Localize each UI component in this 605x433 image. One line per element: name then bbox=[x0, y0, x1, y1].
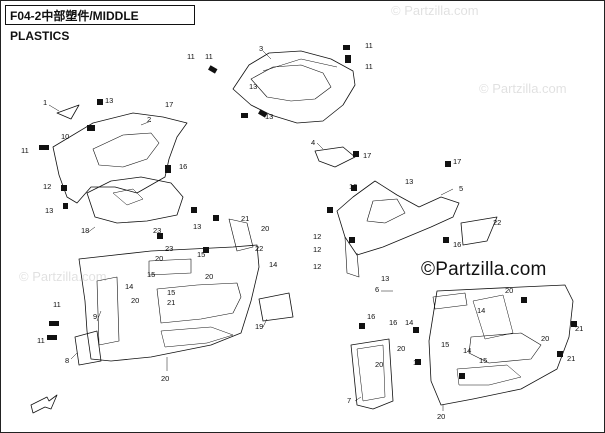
callout-11b: 11 bbox=[205, 52, 213, 61]
part-tank-cover bbox=[232, 50, 356, 124]
callout-15c: 15 bbox=[167, 288, 175, 297]
callout-20f: 20 bbox=[397, 344, 405, 353]
part-triangle-cap bbox=[56, 104, 80, 120]
callout-14a: 14 bbox=[125, 282, 133, 291]
callout-11g: 11 bbox=[187, 52, 195, 61]
callout-17a: 17 bbox=[165, 100, 173, 109]
callout-12d: 12 bbox=[313, 262, 321, 271]
part-right-side-panel bbox=[336, 180, 460, 256]
callout-15b: 15 bbox=[197, 250, 205, 259]
callout-17c: 17 bbox=[453, 157, 461, 166]
callout-20e: 20 bbox=[161, 374, 169, 383]
part-left-footwell bbox=[78, 244, 260, 362]
callout-20c: 20 bbox=[205, 272, 213, 281]
callout-9: 9 bbox=[93, 312, 97, 321]
callout-3: 3 bbox=[259, 44, 263, 53]
callout-10b: 10 bbox=[349, 182, 357, 191]
callout-11f: 11 bbox=[37, 336, 45, 345]
callout-22a: 22 bbox=[493, 218, 501, 227]
callout-5: 5 bbox=[459, 184, 463, 193]
watermark: ©Partzilla.com bbox=[421, 259, 547, 280]
front-arrow bbox=[30, 394, 58, 414]
callout-16b: 16 bbox=[453, 240, 461, 249]
part-left-side-panel bbox=[52, 112, 188, 204]
callout-15e: 15 bbox=[479, 356, 487, 365]
part-mudflap bbox=[74, 330, 102, 366]
callout-21c: 21 bbox=[567, 354, 575, 363]
callout-13e: 13 bbox=[405, 177, 413, 186]
callout-13f: 13 bbox=[381, 274, 389, 283]
callout-23b: 23 bbox=[165, 244, 173, 253]
part-right-footwell bbox=[428, 284, 574, 406]
callout-11c: 11 bbox=[365, 41, 373, 50]
callout-19: 19 bbox=[255, 322, 263, 331]
callout-16c: 16 bbox=[367, 312, 375, 321]
callout-16a: 16 bbox=[179, 162, 187, 171]
watermark-faint-right: © Partzilla.com bbox=[479, 81, 567, 96]
callout-21d: 21 bbox=[167, 298, 175, 307]
callout-22b: 22 bbox=[255, 244, 263, 253]
callout-10a: 10 bbox=[61, 132, 69, 141]
callout-23a: 23 bbox=[153, 226, 161, 235]
callout-14c: 14 bbox=[477, 306, 485, 315]
callout-13a: 13 bbox=[105, 96, 113, 105]
callout-14e: 14 bbox=[463, 346, 471, 355]
callout-20b: 20 bbox=[155, 254, 163, 263]
callout-20a: 20 bbox=[261, 224, 269, 233]
callout-21a: 21 bbox=[241, 214, 249, 223]
callout-20h: 20 bbox=[541, 334, 549, 343]
callout-13c: 13 bbox=[249, 82, 257, 91]
part-small-cover bbox=[314, 146, 356, 168]
callout-20i: 20 bbox=[437, 412, 445, 421]
watermark-faint-left: © Partzilla.com bbox=[19, 269, 107, 284]
callout-14b: 14 bbox=[405, 318, 413, 327]
callout-17b: 17 bbox=[363, 151, 371, 160]
callout-8: 8 bbox=[65, 356, 69, 365]
callout-12a: 12 bbox=[43, 182, 51, 191]
callout-16d: 16 bbox=[389, 318, 397, 327]
callout-11e: 11 bbox=[53, 300, 61, 309]
callout-15a: 15 bbox=[147, 270, 155, 279]
callout-12c: 12 bbox=[313, 245, 321, 254]
callout-15d: 15 bbox=[441, 340, 449, 349]
part-plate bbox=[258, 292, 294, 322]
callout-11a: 11 bbox=[21, 146, 29, 155]
callout-12b: 12 bbox=[313, 232, 321, 241]
part-right-mudflap bbox=[350, 338, 394, 410]
callout-6: 6 bbox=[375, 285, 379, 294]
callout-4: 4 bbox=[311, 138, 315, 147]
callout-13h: 13 bbox=[193, 222, 201, 231]
callout-11d: 11 bbox=[365, 62, 373, 71]
callout-20g: 20 bbox=[375, 360, 383, 369]
part-right-triangle bbox=[460, 216, 498, 246]
callout-7: 7 bbox=[347, 396, 351, 405]
callout-20d: 20 bbox=[131, 296, 139, 305]
watermark-faint-top: © Partzilla.com bbox=[391, 3, 479, 18]
callout-13b: 13 bbox=[45, 206, 53, 215]
callout-labels: 1 2 3 4 5 6 7 8 9 10 10 11 11 11 11 11 1… bbox=[21, 41, 583, 421]
callout-13d: 13 bbox=[265, 112, 273, 121]
callout-20j: 20 bbox=[505, 286, 513, 295]
callout-13g: 13 bbox=[413, 358, 421, 367]
callout-18: 18 bbox=[81, 226, 89, 235]
diagram-title: F04-2中部塑件/MIDDLE PLASTICS bbox=[5, 5, 195, 43]
callout-1: 1 bbox=[43, 98, 47, 107]
callout-2: 2 bbox=[147, 115, 151, 124]
callout-14d: 14 bbox=[269, 260, 277, 269]
part-left-liner bbox=[86, 176, 184, 224]
callout-21b: 21 bbox=[575, 324, 583, 333]
